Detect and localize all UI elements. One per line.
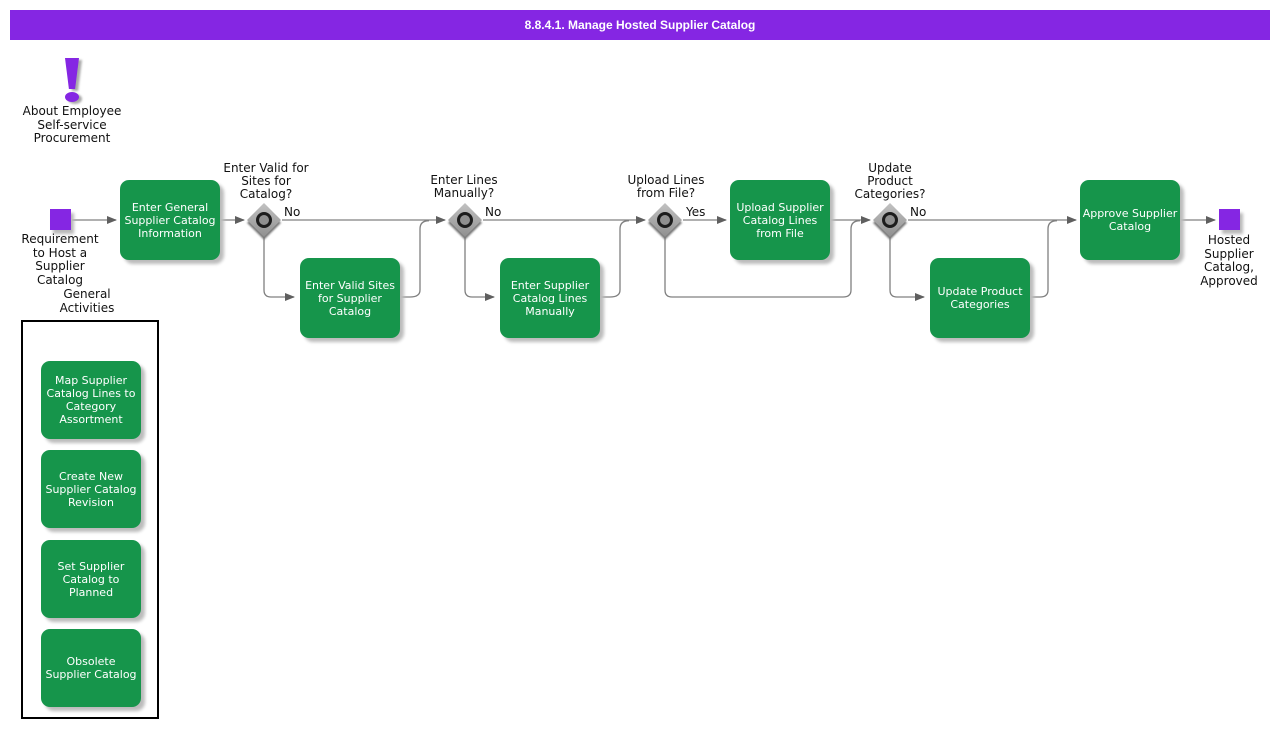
connector-enter-valid-sites-merge [400,220,430,298]
task-label: Upload Supplier Catalog Lines from File [736,200,824,240]
gateway-circle-icon [657,212,673,228]
about-note-label[interactable]: About Employee Self-service Procurement [22,104,122,145]
about-note-icon[interactable] [58,58,86,104]
decision-lines-manually-branch-no: No [485,205,502,219]
connector-decision3-no-bypass [664,220,861,298]
task-label: Set Supplier Catalog to Planned [57,559,125,599]
start-event-label: Requirement to Host a Supplier Catalog [21,232,99,287]
end-event-square [1219,209,1240,230]
decision-valid-sites-branch-no: No [284,205,301,219]
start-event-square [50,209,71,230]
task-label: Create New Supplier Catalog Revision [45,469,137,509]
task-set-supplier-catalog-to-planned[interactable]: Set Supplier Catalog to Planned [41,540,141,618]
task-label: Map Supplier Catalog Lines to Category A… [46,374,136,426]
task-create-new-supplier-catalog-revision[interactable]: Create New Supplier Catalog Revision [41,450,141,528]
gateway-circle-icon [457,212,473,228]
decision-lines-manually-gateway [448,203,482,237]
decision-update-categories-branch-no: No [910,205,927,219]
task-label: Update Product Categories [937,285,1023,311]
task-upload-supplier-catalog-lines-from-file[interactable]: Upload Supplier Catalog Lines from File [730,180,830,260]
decision-update-categories-gateway [873,203,907,237]
general-activities-title: General Activities [59,287,115,315]
connector-decision1-to-enter-valid-sites [263,237,295,301]
task-obsolete-supplier-catalog[interactable]: Obsolete Supplier Catalog [41,629,141,707]
diagram-title: 8.8.4.1. Manage Hosted Supplier Catalog [524,18,756,32]
task-label: Enter Supplier Catalog Lines Manually [510,278,590,318]
task-map-supplier-catalog-lines-to-category-assortment[interactable]: Map Supplier Catalog Lines to Category A… [41,361,141,439]
task-enter-valid-sites-for-supplier-catalog[interactable]: Enter Valid Sites for Supplier Catalog [300,258,400,338]
task-enter-supplier-catalog-lines-manually[interactable]: Enter Supplier Catalog Lines Manually [500,258,600,338]
exclamation-dot-icon [65,92,79,102]
decision-lines-manually-question: Enter Lines Manually? [430,173,498,200]
task-label: Enter Valid Sites for Supplier Catalog [305,278,395,318]
decision-upload-file-branch-yes: Yes [686,205,706,219]
task-enter-general-supplier-catalog-information[interactable]: Enter General Supplier Catalog Informati… [120,180,220,260]
exclamation-icon [65,58,79,89]
task-update-product-categories[interactable]: Update Product Categories [930,258,1030,338]
decision-update-categories-question: Update Product Categories? [854,161,926,201]
diagram-title-bar: 8.8.4.1. Manage Hosted Supplier Catalog [10,10,1270,40]
task-label: Obsolete Supplier Catalog [45,655,137,681]
decision-valid-sites-gateway [247,203,281,237]
gateway-circle-icon [882,212,898,228]
task-label: Approve Supplier Catalog [1082,207,1178,233]
connector-decision2-to-enter-lines [464,237,495,301]
task-label: Enter General Supplier Catalog Informati… [124,200,216,240]
connector-decision4-to-update-categories [889,237,925,301]
decision-upload-file-gateway [648,203,682,237]
connector-enter-lines-merge [600,220,630,298]
gateway-circle-icon [256,212,272,228]
end-event-label: Hosted Supplier Catalog, Approved [1200,233,1258,288]
connector-update-categories-merge [1030,220,1058,298]
task-approve-supplier-catalog[interactable]: Approve Supplier Catalog [1080,180,1180,260]
decision-upload-file-question: Upload Lines from File? [627,173,705,200]
decision-valid-sites-question: Enter Valid for Sites for Catalog? [223,161,309,201]
